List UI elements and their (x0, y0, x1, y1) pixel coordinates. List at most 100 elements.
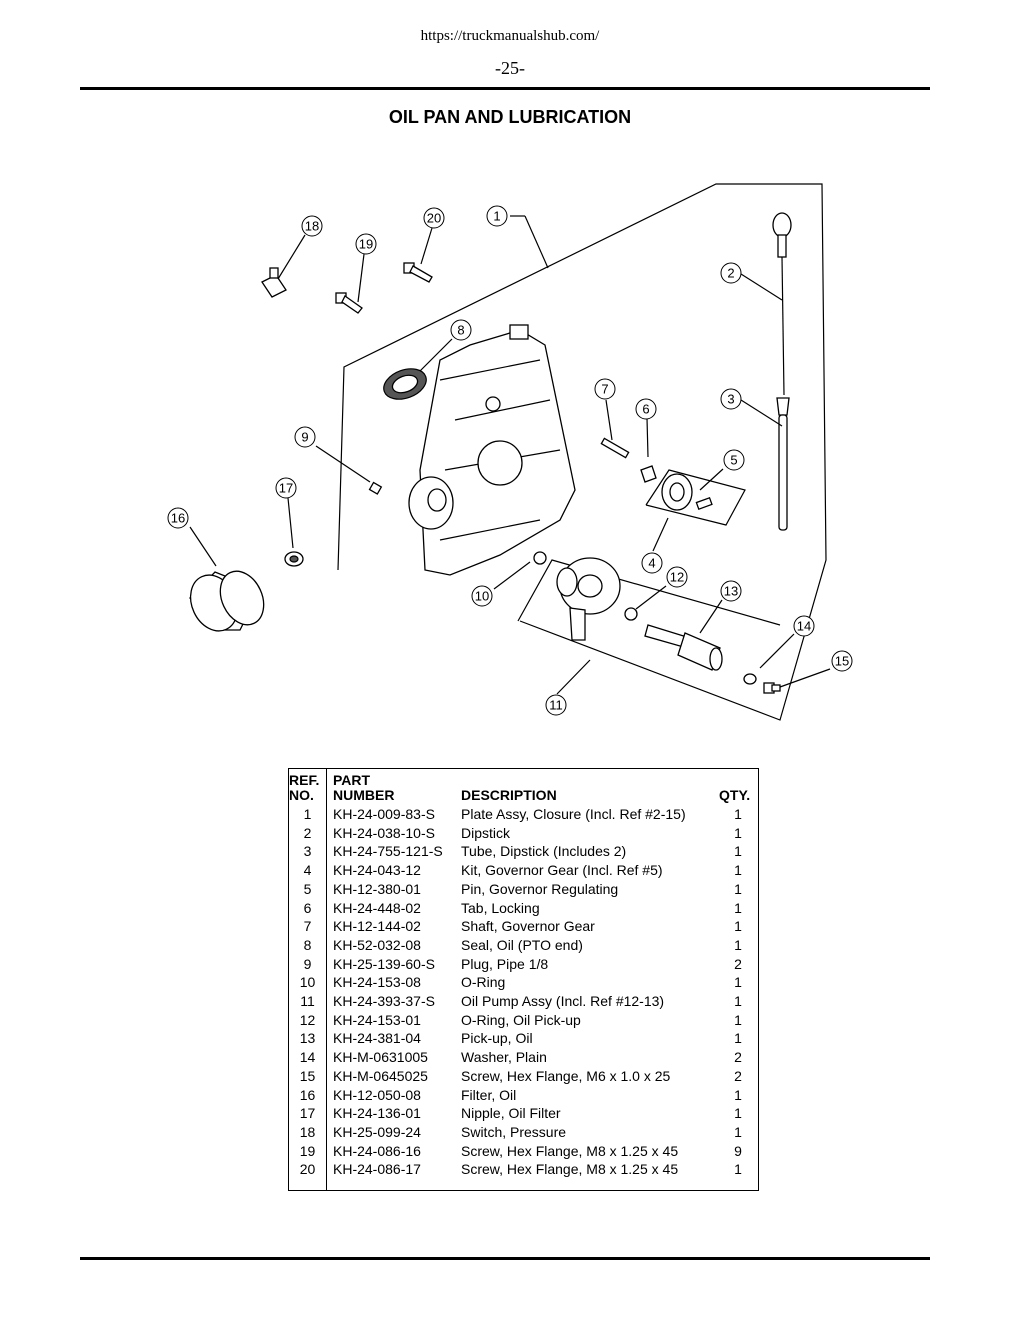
ref-cell: 16 (299, 1086, 316, 1103)
part-number-cell: KH-12-380-01 (333, 880, 421, 897)
governor-gear-kit-outline (645, 469, 746, 526)
description-cell: O-Ring (461, 974, 506, 991)
description-cell: Nipple, Oil Filter (461, 1105, 561, 1122)
svg-text:7: 7 (601, 382, 608, 397)
svg-text:14: 14 (797, 619, 811, 634)
qty-cell: 1 (734, 899, 742, 916)
callout-7: 7 (594, 378, 616, 400)
svg-text:1: 1 (493, 209, 500, 224)
ref-cell: 3 (303, 843, 312, 860)
ref-cell: 2 (303, 824, 312, 841)
oil-pump-assy-part (517, 557, 781, 641)
table-row: 6 KH-24-448-02 Tab, Locking 1 (289, 899, 757, 918)
part-number-cell: KH-24-393-37-S (333, 993, 435, 1010)
header-ref-no: REF.NO. (289, 772, 320, 803)
ref-cell: 7 (303, 918, 312, 935)
table-row: 19 KH-24-086-16 Screw, Hex Flange, M8 x 1.… (289, 1142, 757, 1161)
table-row: 11 KH-24-393-37-S Oil Pump Assy (Incl. Ref… (289, 992, 757, 1011)
part-number-cell: KH-24-755-121-S (333, 843, 443, 860)
ref-cell: 6 (303, 899, 312, 916)
description-cell: Washer, Plain (461, 1049, 547, 1066)
exploded-parts-diagram: 1 2 3 4 5 6 7 8 9 10 11 12 13 14 15 16 1… (167, 183, 853, 721)
callout-20: 20 (423, 207, 445, 229)
screw-part-20 (403, 262, 433, 283)
part-number-cell: KH-24-043-12 (333, 862, 421, 879)
description-cell: Oil Pump Assy (Incl. Ref #12-13) (461, 993, 665, 1010)
ref-cell: 10 (299, 974, 316, 991)
callout-15: 15 (831, 650, 853, 672)
ref-cell: 11 (300, 993, 315, 1010)
table-row: 3 KH-24-755-121-S Tube, Dipstick (Includes… (289, 842, 757, 861)
callout-13: 13 (720, 580, 742, 602)
part-number-cell: KH-25-099-24 (333, 1123, 421, 1140)
ref-cell: 8 (303, 936, 312, 953)
ref-cell: 19 (299, 1142, 316, 1159)
governor-shaft-part (600, 437, 630, 459)
header-description: DESCRIPTION (461, 787, 557, 803)
callout-3: 3 (720, 388, 742, 410)
part-number-cell: KH-12-050-08 (333, 1086, 421, 1103)
svg-text:13: 13 (724, 584, 738, 599)
description-cell: Filter, Oil (461, 1086, 517, 1103)
qty-cell: 1 (734, 1105, 742, 1122)
svg-text:11: 11 (549, 698, 563, 713)
svg-text:4: 4 (648, 556, 655, 571)
qty-cell: 1 (734, 918, 742, 935)
page-title: OIL PAN AND LUBRICATION (388, 107, 632, 127)
qty-cell: 2 (734, 1067, 742, 1084)
description-cell: O-Ring, Oil Pick-up (461, 1011, 581, 1028)
qty-cell: 1 (734, 1086, 742, 1103)
part-number-cell: KH-25-139-60-S (333, 955, 435, 972)
ref-cell: 4 (303, 862, 312, 879)
svg-text:12: 12 (670, 570, 684, 585)
description-cell: Tab, Locking (461, 899, 540, 916)
oil-seal-part (383, 368, 427, 400)
top-rule (80, 87, 930, 90)
part-number-cell: KH-24-086-17 (333, 1161, 421, 1178)
ref-cell: 17 (299, 1105, 316, 1122)
part-number-cell: KH-24-381-04 (333, 1030, 421, 1047)
svg-text:5: 5 (730, 453, 737, 468)
ref-column-divider (326, 769, 327, 1190)
locking-tab-part (640, 465, 657, 483)
qty-cell: 1 (734, 862, 742, 879)
qty-cell: 1 (734, 993, 742, 1010)
table-row: 16 KH-12-050-08 Filter, Oil 1 (289, 1086, 757, 1105)
svg-text:9: 9 (301, 430, 308, 445)
description-cell: Tube, Dipstick (Includes 2) (461, 843, 627, 860)
o-ring-part (533, 551, 547, 565)
qty-cell: 1 (734, 1123, 742, 1140)
part-number-cell: KH-24-086-16 (333, 1142, 421, 1159)
part-number-cell: KH-52-032-08 (333, 936, 421, 953)
pipe-plug-part (368, 481, 383, 495)
callout-12: 12 (666, 566, 688, 588)
oil-filter-nipple-part (284, 551, 304, 567)
callout-14: 14 (793, 615, 815, 637)
svg-text:3: 3 (727, 392, 734, 407)
ref-cell: 15 (299, 1067, 316, 1084)
part-number-cell: KH-24-448-02 (333, 899, 421, 916)
callout-2: 2 (720, 262, 742, 284)
description-cell: Dipstick (461, 824, 511, 841)
description-cell: Screw, Hex Flange, M8 x 1.25 x 45 (461, 1161, 679, 1178)
description-cell: Kit, Governor Gear (Incl. Ref #5) (461, 862, 663, 879)
dipstick-part (772, 212, 792, 396)
qty-cell: 2 (734, 955, 742, 972)
svg-text:6: 6 (642, 402, 649, 417)
svg-text:8: 8 (457, 323, 464, 338)
o-ring-pickup-part (624, 607, 638, 621)
description-cell: Screw, Hex Flange, M8 x 1.25 x 45 (461, 1142, 679, 1159)
part-number-cell: KH-24-009-83-S (333, 806, 435, 822)
